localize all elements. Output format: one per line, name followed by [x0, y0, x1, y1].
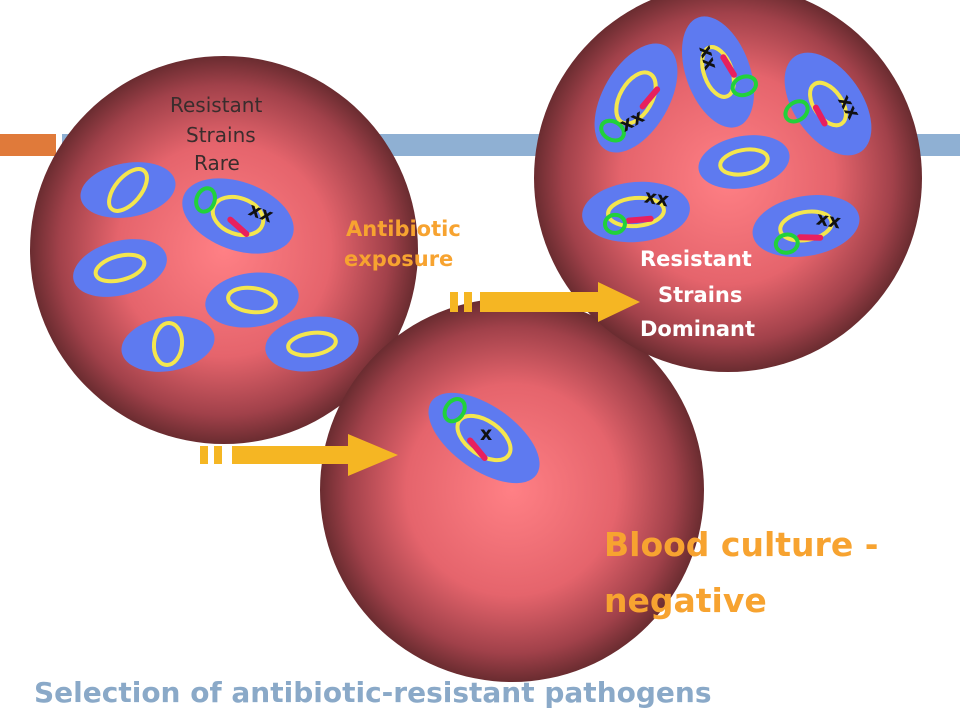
bacterium-resistant [594, 43, 678, 153]
bacterium-resistant [182, 178, 294, 254]
bacterium-susceptible [698, 135, 790, 189]
sphere-bottom [320, 298, 704, 682]
bacterium-susceptible [205, 272, 299, 328]
bacterium-resistant [681, 16, 759, 128]
label-resistant-dominant: Resistant Strains Dominant [640, 247, 759, 341]
arrow-exposure [450, 282, 640, 322]
bacterium-susceptible [73, 239, 167, 297]
resistance-marker: xx [643, 185, 671, 211]
bacterium-resistant [783, 52, 872, 156]
bacterium-resistant [428, 392, 540, 484]
resistance-marker: x [480, 423, 492, 445]
label-blood-culture: Blood culture - negative [604, 525, 890, 620]
bacterium-susceptible [121, 316, 215, 372]
accent-square [0, 134, 56, 156]
bacterium-susceptible [80, 162, 176, 218]
label-resistant-rare: Resistant Strains Rare [170, 93, 269, 175]
bacterium-resistant [582, 181, 690, 243]
label-antibiotic-exposure: Antibiotic exposure [344, 217, 468, 271]
bacterium-susceptible [265, 316, 359, 372]
bacterium-resistant [752, 195, 860, 257]
resistance-marker: xx [815, 207, 843, 233]
arrow-to-blood [200, 434, 398, 476]
footer-caption: Selection of antibiotic-resistant pathog… [34, 676, 712, 709]
